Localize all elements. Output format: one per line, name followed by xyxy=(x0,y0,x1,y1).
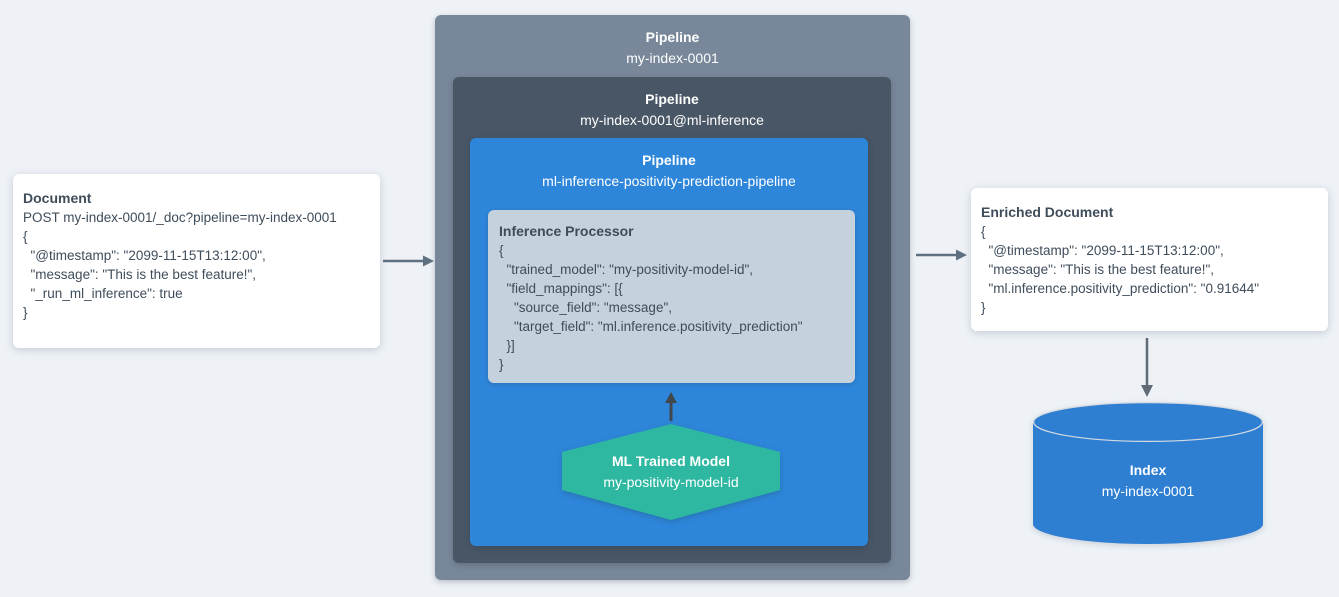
inference-processor-title: Inference Processor xyxy=(499,223,634,239)
document-card: Document POST my-index-0001/_doc?pipelin… xyxy=(13,174,380,348)
pipeline-box-positivity-prediction: Pipeline ml-inference-positivity-predict… xyxy=(470,138,868,546)
enriched-document-card: Enriched Document { "@timestamp": "2099-… xyxy=(971,188,1328,331)
index-cylinder: Index my-index-0001 xyxy=(1033,402,1263,545)
pipeline-box-outer: Pipeline my-index-0001 Pipeline my-index… xyxy=(435,15,910,580)
hexagon-shape-icon xyxy=(562,424,780,520)
pipeline-middle-title: Pipeline my-index-0001@ml-inference xyxy=(453,77,891,131)
pipeline-box-ml-inference: Pipeline my-index-0001@ml-inference Pipe… xyxy=(453,77,891,563)
arrow-model-to-processor-icon xyxy=(665,392,677,421)
ml-trained-model-name: my-positivity-model-id xyxy=(603,474,739,490)
index-name: my-index-0001 xyxy=(1101,482,1195,499)
inference-processor-code-line: "field_mappings": [{ xyxy=(499,281,623,296)
ml-trained-model-hexagon: ML Trained Model my-positivity-model-id xyxy=(562,424,780,520)
document-code-line: { xyxy=(23,229,28,244)
pipeline-outer-label: Pipeline xyxy=(645,29,700,45)
inference-processor-code-line: "source_field": "message", xyxy=(499,300,672,315)
pipeline-outer-title: Pipeline my-index-0001 xyxy=(435,15,910,69)
inference-processor-code-line: { xyxy=(499,243,504,258)
arrow-pipeline-to-enriched-document-icon xyxy=(916,249,967,261)
pipeline-middle-label: Pipeline xyxy=(645,91,699,107)
ml-trained-model-title: ML Trained Model xyxy=(612,453,730,469)
inference-processor-code-line: } xyxy=(499,357,504,372)
document-code-line: } xyxy=(23,305,28,320)
cylinder-shape-icon xyxy=(1033,402,1263,544)
pipeline-outer-name: my-index-0001 xyxy=(626,50,719,66)
document-card-title: Document xyxy=(23,190,92,206)
enriched-document-code-line: "@timestamp": "2099-11-15T13:12:00", xyxy=(981,243,1224,258)
pipeline-middle-name: my-index-0001@ml-inference xyxy=(580,112,764,128)
inference-processor-code-line: "trained_model": "my-positivity-model-id… xyxy=(499,262,754,277)
inference-processor-code-line: "target_field": "ml.inference.positivity… xyxy=(499,319,803,334)
pipeline-inner-label: Pipeline xyxy=(642,152,696,168)
ml-trained-model-text: ML Trained Model my-positivity-model-id xyxy=(562,424,780,520)
index-cylinder-text: Index my-index-0001 xyxy=(1033,402,1263,545)
inference-processor-code-line: }] xyxy=(499,338,515,353)
document-code-line: "_run_ml_inference": true xyxy=(23,286,183,301)
enriched-document-code-line: } xyxy=(981,300,986,315)
pipeline-inner-title: Pipeline ml-inference-positivity-predict… xyxy=(470,138,868,192)
enriched-document-code-line: { xyxy=(981,224,986,239)
arrow-enriched-document-to-index-icon xyxy=(1141,338,1153,397)
enriched-document-code-line: "message": "This is the best feature!", xyxy=(981,262,1215,277)
document-code-line: POST my-index-0001/_doc?pipeline=my-inde… xyxy=(23,210,337,225)
arrow-document-to-pipeline-icon xyxy=(383,255,434,267)
enriched-document-title: Enriched Document xyxy=(981,204,1114,220)
document-code-line: "@timestamp": "2099-11-15T13:12:00", xyxy=(23,248,266,263)
index-title: Index xyxy=(1129,461,1167,478)
inference-processor-card: Inference Processor { "trained_model": "… xyxy=(488,210,855,383)
pipeline-inner-name: ml-inference-positivity-prediction-pipel… xyxy=(542,173,796,189)
enriched-document-code-line: "ml.inference.positivity_prediction": "0… xyxy=(981,281,1260,296)
document-code-line: "message": "This is the best feature!", xyxy=(23,267,257,282)
